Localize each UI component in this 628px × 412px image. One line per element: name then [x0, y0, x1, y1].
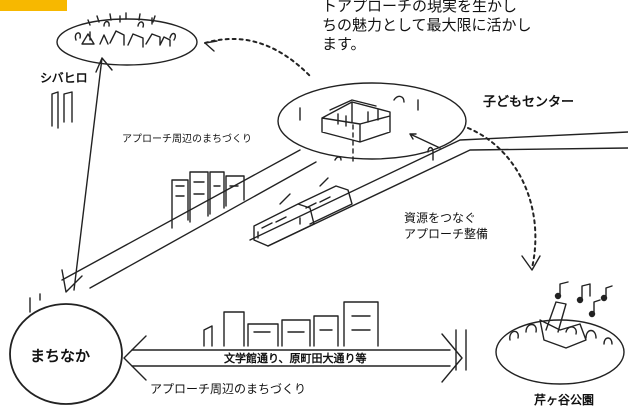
node-label-shibahiro: シバヒロ [40, 71, 88, 85]
arrow-shibahiro-machinaka [61, 57, 113, 293]
rail-line [249, 131, 628, 247]
main-street-arrow [123, 329, 467, 383]
approach-buildings-lower [203, 301, 379, 347]
kodomo-center-illustration [277, 82, 467, 164]
label-street-names: 文学館通り、原町田大通り等 [224, 351, 367, 365]
label-approach-lower: アプローチ周辺のまちづくり [150, 382, 306, 396]
header-line-3: ます。 [322, 35, 366, 53]
node-label-machinaka: まちなか [30, 347, 90, 365]
machinaka-circle [9, 303, 123, 405]
node-label-kodomo-center: 子どもセンター [483, 95, 574, 110]
header-line-2: ちの魅力として最大限に活かし [322, 16, 532, 34]
label-approach-upper: アプローチ周辺のまちづくり [122, 133, 252, 145]
road-upper-line [61, 149, 317, 289]
label-resource-line-1: 資源をつなぐ [404, 211, 476, 225]
header-description: トアプローチの現実を生かし ちの魅力として最大限に活かし ます。 [322, 0, 628, 54]
dashed-link-shibahiro-kodomo [204, 38, 313, 79]
train-illustration [253, 177, 353, 247]
header-accent-tab [0, 0, 67, 11]
label-resource-line-2: アプローチ整備 [404, 226, 488, 241]
node-label-serigaya-park: 芹ヶ谷公園 [534, 392, 594, 407]
serigaya-park-illustration [495, 281, 625, 385]
approach-buildings-upper [51, 91, 245, 229]
shibahiro-illustration [56, 12, 198, 66]
header-line-1: トアプローチの現実を生かし [322, 0, 518, 15]
